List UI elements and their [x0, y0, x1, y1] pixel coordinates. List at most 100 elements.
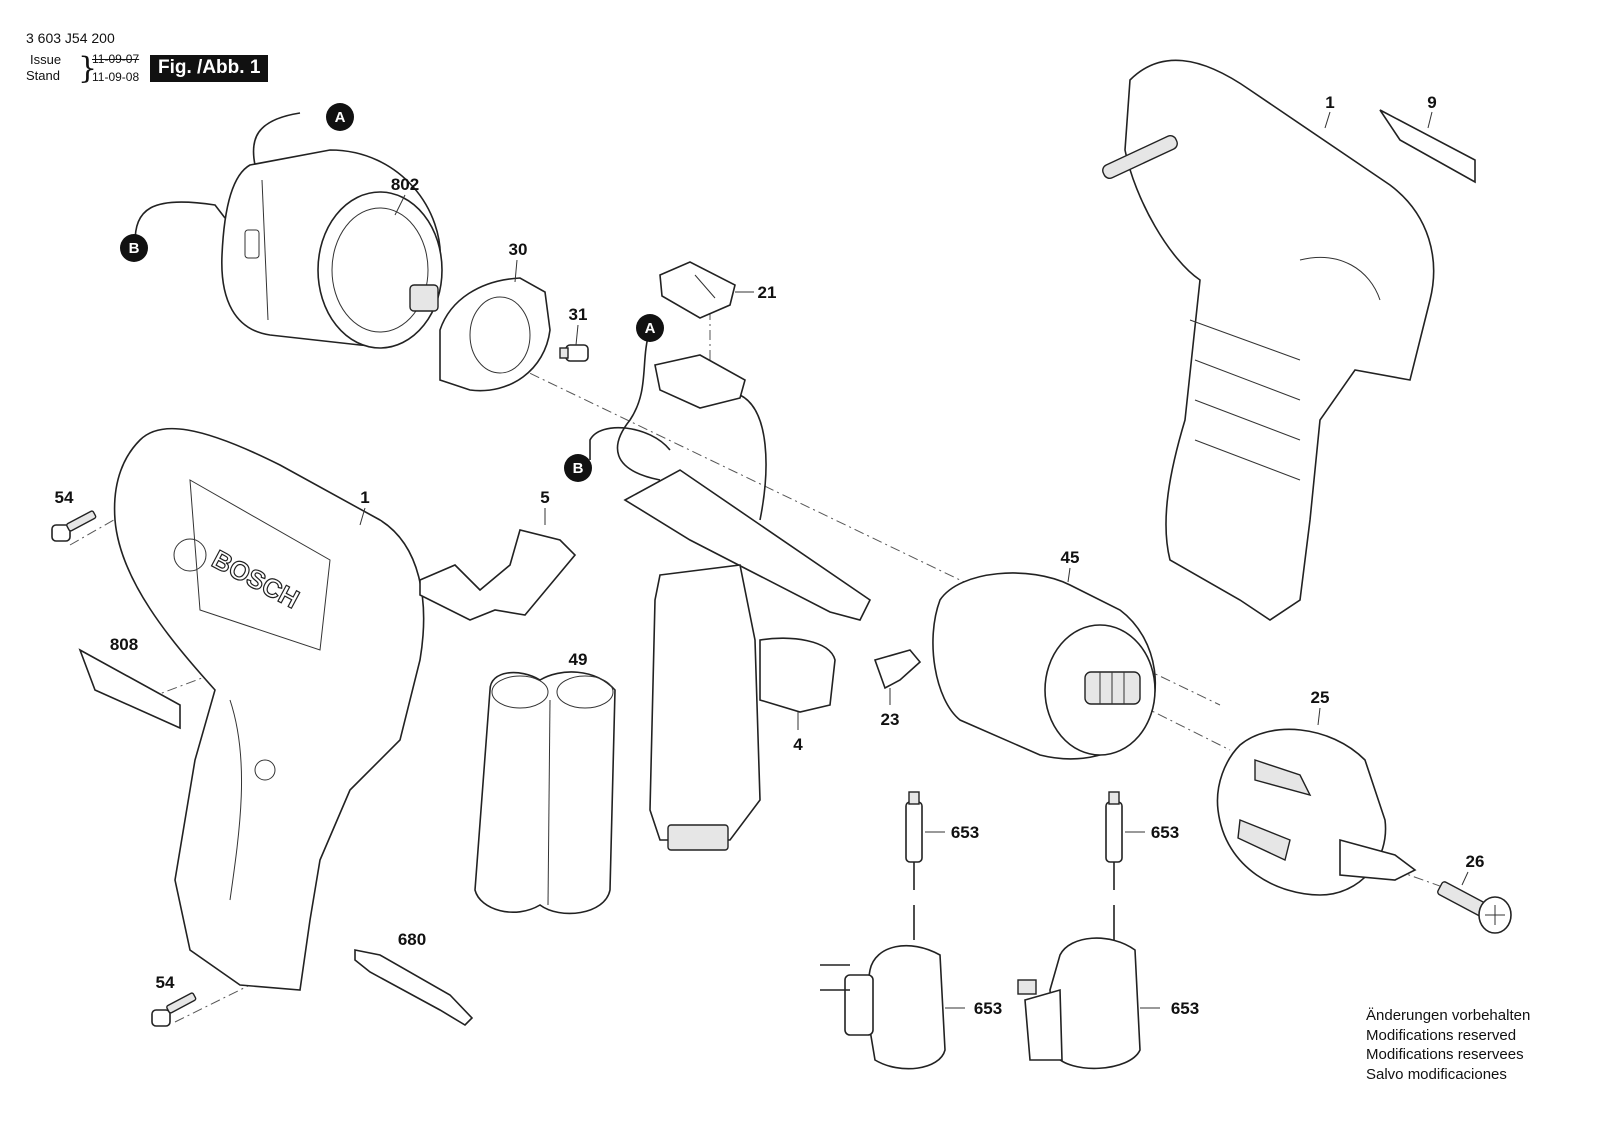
- assembly-axis-screw-bottom: [174, 984, 251, 1023]
- stand-label: Stand: [26, 68, 60, 83]
- issue-date: 11-09-07: [92, 52, 140, 66]
- battery-body: [474, 671, 616, 915]
- lever-23: [873, 649, 922, 690]
- footer-disclaimer: Änderungen vorbehalten Modifications res…: [1366, 1006, 1530, 1084]
- callout-653-plug-1: 653: [951, 823, 979, 842]
- switch-trigger: [759, 637, 836, 713]
- charger-2-body: [1049, 937, 1141, 1070]
- nameplate-9: [1379, 109, 1476, 184]
- charger-1-body: [864, 944, 946, 1070]
- callout-23: 23: [881, 710, 900, 729]
- callout-1-left: 1: [360, 488, 369, 507]
- leader-30: [514, 259, 518, 283]
- battery-cell-top-1: [491, 675, 549, 709]
- callout-653-charger-2: 653: [1171, 999, 1199, 1018]
- footer-line-es: Salvo modificaciones: [1366, 1065, 1507, 1083]
- battery-49: [474, 671, 616, 915]
- chuck-nose: [1339, 838, 1417, 881]
- callout-21: 21: [758, 283, 777, 302]
- motor-seam: [261, 179, 269, 321]
- marker-a-switch-circle: [636, 314, 664, 342]
- charger-plug-cord-1: [905, 791, 923, 940]
- marker-b-left-circle: [120, 234, 148, 262]
- callout-54-bottom: 54: [156, 973, 175, 992]
- callout-653-plug-2: 653: [1151, 823, 1179, 842]
- screw-54-top-head: [51, 524, 71, 542]
- marker-a-top-letter: A: [335, 109, 346, 126]
- callout-680: 680: [398, 930, 426, 949]
- assembly-axis-chuck: [1139, 704, 1231, 751]
- leader-1-left: [359, 507, 366, 526]
- bracket-30: [439, 277, 551, 392]
- callout-31: 31: [569, 305, 588, 324]
- leader-802: [394, 194, 406, 216]
- footer-line-fr: Modifications reservees: [1366, 1046, 1524, 1063]
- bracket-plate: [439, 277, 551, 392]
- housing-right-ribs: [1189, 319, 1301, 481]
- motor-802: [134, 112, 443, 349]
- screw-54-top-shank: [66, 510, 97, 532]
- charger-plug-2-barrel: [1105, 801, 1123, 863]
- figure-label: Fig. /Abb. 1: [150, 55, 269, 82]
- chuck-slot-2: [1237, 819, 1291, 861]
- stand-date: 11-09-08: [92, 70, 140, 84]
- marker-a-switch-letter: A: [645, 320, 656, 337]
- marker-b-switch-letter: B: [573, 460, 584, 477]
- chuck-slot-1: [1254, 759, 1312, 797]
- battery-seam: [547, 699, 551, 906]
- header-block: 3 603 J54 200 Issue Stand } 11-09-07 11-…: [20, 28, 320, 88]
- switch-cover-21: [659, 261, 736, 319]
- callout-4: 4: [793, 735, 803, 754]
- charger-1-plug-face: [844, 974, 874, 1036]
- motor-slot: [244, 229, 260, 259]
- marker-b-switch-circle: [564, 454, 592, 482]
- screw-31-head: [565, 344, 589, 362]
- callout-26: 26: [1466, 852, 1485, 871]
- callout-45: 45: [1061, 548, 1080, 567]
- lock-body: [419, 529, 577, 621]
- bit-680: [354, 949, 474, 1027]
- callout-5: 5: [540, 488, 549, 507]
- callout-9: 9: [1427, 93, 1436, 112]
- charger-2: [1017, 937, 1141, 1070]
- charger-plug-1-tip: [908, 791, 920, 805]
- callout-25: 25: [1311, 688, 1330, 707]
- callout-49: 49: [569, 650, 588, 669]
- switch-wire-bundle: [739, 394, 767, 521]
- housing-left-grip-line: [229, 699, 243, 901]
- charger-1: [820, 944, 946, 1070]
- switch-connector: [654, 354, 746, 409]
- marker-a-switch: A: [636, 314, 664, 342]
- footer-line-de: Änderungen vorbehalten: [1366, 1007, 1531, 1024]
- housing-right-shell: [1124, 59, 1435, 621]
- charger-plug-2-tip: [1108, 791, 1120, 805]
- part-number: 3 603 J54 200: [26, 30, 115, 46]
- housing-left-label-area: [189, 479, 331, 651]
- leader-25: [1317, 707, 1321, 726]
- brace-glyph: }: [78, 51, 98, 86]
- marker-a-top: A: [326, 103, 354, 131]
- leader-9: [1427, 111, 1433, 129]
- motor-endcap: [317, 191, 443, 349]
- switch-wire-a: [616, 329, 661, 481]
- leader-1-right: [1324, 111, 1331, 129]
- leader-26: [1461, 871, 1469, 886]
- marker-b-left: B: [120, 234, 148, 262]
- switch-pcb: [623, 469, 872, 621]
- screw-54-bottom-shank: [166, 992, 197, 1014]
- lock-5: [419, 529, 577, 621]
- switch-cover-body: [659, 261, 736, 319]
- screw-54-bottom-head: [151, 1009, 171, 1027]
- charger-plug-1-barrel: [905, 801, 923, 863]
- callout-1-right: 1: [1325, 93, 1334, 112]
- chuck-25: [1216, 728, 1417, 896]
- footer-line-en: Modifications reserved: [1366, 1026, 1517, 1044]
- battery-cell-top-2: [556, 675, 614, 709]
- screw-31-shank: [559, 347, 569, 359]
- chuck-screw-26: [1437, 881, 1512, 934]
- motor-wire-b: [134, 201, 226, 244]
- charger-plug-cord-2: [1105, 791, 1123, 940]
- screw-54-bottom: [151, 992, 197, 1027]
- callout-802: 802: [391, 175, 419, 194]
